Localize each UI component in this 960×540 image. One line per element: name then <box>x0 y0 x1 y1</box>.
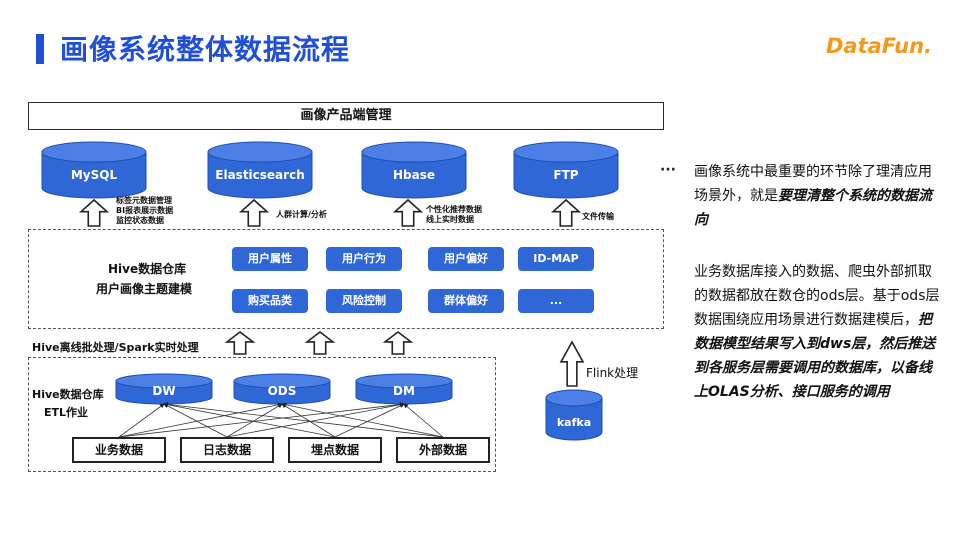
topic-pill-risk-control: 风险控制 <box>326 289 402 313</box>
store-label-elasticsearch: Elasticsearch <box>215 168 305 182</box>
store-label-ftp: FTP <box>553 168 579 182</box>
explanation-paragraph-1: 画像系统中最重要的环节除了理清应用场景外，就是要理清整个系统的数据流向 <box>694 164 932 228</box>
source-4-to-layer-2-line <box>281 402 444 438</box>
datafun-logo: DataFun. <box>826 34 933 58</box>
store-cylinder-hbase <box>361 141 467 199</box>
source-2-to-layer-1-line <box>163 403 228 438</box>
source-1-to-layer-3-line <box>118 402 405 438</box>
source-4-to-layer-1-line <box>163 402 444 438</box>
layer-cylinder-dw <box>115 373 213 405</box>
hive-warehouse-label: Hive数据仓库 用户画像主题建模 <box>96 262 193 296</box>
store-label-mysql: MySQL <box>70 168 118 182</box>
arrow-up-flink <box>559 340 585 387</box>
elasticsearch-note: 人群计算/分析 <box>276 210 327 219</box>
store-label-hbase: Hbase <box>392 168 435 182</box>
processing-label: Hive离线批处理/Spark实时处理 <box>32 341 199 354</box>
topic-pill-group-preference: 群体偏好 <box>428 289 504 313</box>
title-accent-bar <box>36 34 44 64</box>
source-business-data: 业务数据 <box>72 437 166 463</box>
arrow-up-ftp <box>550 198 582 227</box>
layer-cylinder-ods <box>233 373 331 405</box>
arrow-up-elasticsearch <box>238 198 270 227</box>
ftp-note: 文件传输 <box>582 212 614 221</box>
etl-container <box>28 357 496 472</box>
layer-label-dm: DM <box>393 384 415 398</box>
topic-pill-purchase-category: 购买品类 <box>232 289 308 313</box>
arrow-up-processing-3 <box>382 330 414 355</box>
layer-label-ods: ODS <box>267 384 297 398</box>
layer-cylinder-dm <box>355 373 453 405</box>
hbase-note: 个性化推荐数据线上实时数据 <box>426 205 482 224</box>
topic-pill-id-map: ID-MAP <box>518 247 594 271</box>
topic-pill-user-preference: 用户偏好 <box>428 247 504 271</box>
source-external-data: 外部数据 <box>396 437 490 463</box>
explanation-paragraph-2: 业务数据库接入的数据、爬虫外部抓取的数据都放在数仓的ods层。基于ods层数据围… <box>694 264 940 400</box>
source-1-to-layer-1-line <box>118 403 165 438</box>
arrow-up-processing-2 <box>304 330 336 355</box>
source-1-to-layer-2-line <box>118 402 283 438</box>
kafka-cylinder <box>545 389 603 441</box>
kafka-label: kafka <box>556 416 592 429</box>
flink-label: Flink处理 <box>586 366 639 380</box>
source-3-to-layer-1-line <box>163 402 336 438</box>
page-title: 画像系统整体数据流程 <box>60 33 351 66</box>
source-3-to-layer-2-line <box>281 403 336 438</box>
source-2-to-layer-3-line <box>226 402 405 438</box>
store-cylinder-elasticsearch <box>207 141 313 199</box>
source-2-to-layer-2-line <box>226 403 283 438</box>
store-cylinder-mysql <box>41 141 147 199</box>
store-cylinder-ftp <box>513 141 619 199</box>
source-log-data: 日志数据 <box>180 437 274 463</box>
layer-label-dw: DW <box>152 384 176 398</box>
source-3-to-layer-3-line <box>334 403 405 438</box>
arrow-up-mysql <box>78 198 110 227</box>
topic-pill-more: ... <box>518 289 594 313</box>
warehouse-modeling-container <box>28 229 664 329</box>
topic-pill-user-behavior: 用户行为 <box>326 247 402 271</box>
more-stores-ellipsis: ··· <box>660 162 676 178</box>
product-management-box: 画像产品端管理 <box>28 102 664 130</box>
arrow-up-hbase <box>392 198 424 227</box>
arrow-up-processing-1 <box>224 330 256 355</box>
source-4-to-layer-3-line <box>403 403 444 438</box>
source-tracking-data: 埋点数据 <box>288 437 382 463</box>
topic-pill-user-attributes: 用户属性 <box>232 247 308 271</box>
